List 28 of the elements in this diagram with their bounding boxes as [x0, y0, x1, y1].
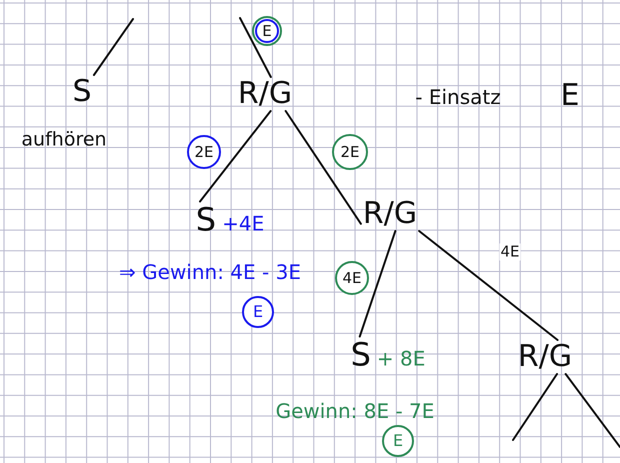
branch-line	[358, 230, 396, 338]
note-text: aufhören	[21, 130, 107, 150]
circled-symbol: E	[242, 296, 274, 328]
result-text: ⇒ Gewinn: 4E - 3E	[119, 262, 301, 282]
branch-line	[199, 110, 272, 202]
symbol-text: E	[560, 81, 580, 111]
branch-line	[284, 110, 362, 225]
branch-line	[239, 17, 272, 78]
node-label: R/G	[238, 79, 292, 109]
circled-amount: E	[255, 19, 279, 43]
circled-amount: 2E	[187, 135, 221, 169]
circled-symbol: E	[382, 425, 414, 457]
node-label: R/G	[518, 342, 572, 372]
node-label: S	[196, 204, 216, 236]
branch-line	[564, 373, 620, 448]
circled-amount: 2E	[332, 134, 368, 170]
note-text: - Einsatz	[415, 87, 501, 107]
branch-line	[512, 373, 558, 441]
node-label: R/G	[362, 199, 418, 229]
result-text: Gewinn: 8E - 7E	[276, 401, 434, 421]
node-label: S	[350, 338, 371, 370]
branch-line	[418, 230, 559, 341]
edge-label: 4E	[499, 244, 521, 260]
branch-line	[92, 18, 134, 76]
node-label: S	[72, 77, 92, 107]
amount-label: + 8E	[376, 348, 426, 368]
amount-label: +4E	[222, 214, 264, 234]
circled-amount: 4E	[335, 261, 369, 295]
